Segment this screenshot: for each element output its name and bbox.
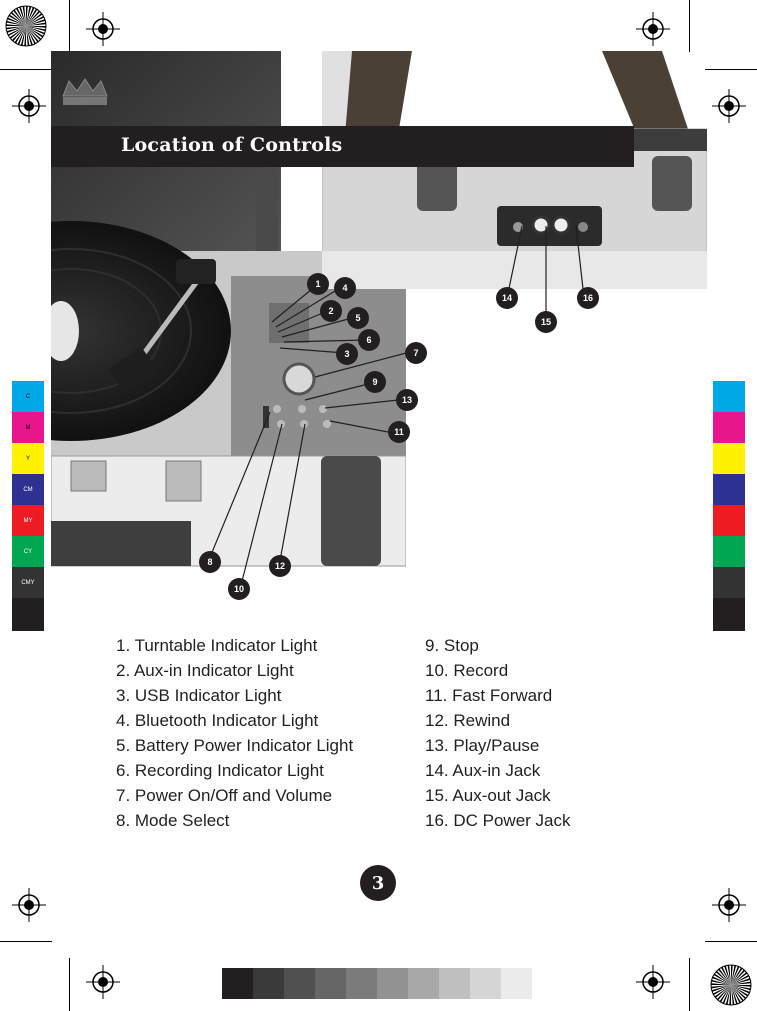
crop-mark: [689, 0, 690, 52]
color-swatch: [713, 505, 745, 536]
legend-item: 9. Stop: [425, 636, 479, 655]
legend-column-left: 1. Turntable Indicator Light 2. Aux-in I…: [116, 633, 353, 833]
legend-item: 13. Play/Pause: [425, 736, 540, 755]
gray-step: [315, 968, 346, 999]
legend-item: 8. Mode Select: [116, 811, 230, 830]
callout-4: 4: [334, 277, 356, 299]
legend-item: 4. Bluetooth Indicator Light: [116, 711, 319, 730]
legend-item: 2. Aux-in Indicator Light: [116, 661, 294, 680]
registration-mark-icon: [12, 89, 46, 123]
gray-step: [284, 968, 315, 999]
legend-item: 16. DC Power Jack: [425, 811, 571, 830]
crop-mark: [705, 941, 757, 942]
color-swatch: [713, 536, 745, 567]
color-swatch: C: [12, 381, 44, 412]
callout-13: 13: [396, 389, 418, 411]
callout-9: 9: [364, 371, 386, 393]
gray-step: [408, 968, 439, 999]
callout-3: 3: [336, 343, 358, 365]
gray-step: [346, 968, 377, 999]
callout-12: 12: [269, 555, 291, 577]
color-bar-right: [713, 381, 745, 631]
color-swatch: CMY: [12, 567, 44, 598]
gray-step: [470, 968, 501, 999]
color-swatch: [713, 412, 745, 443]
registration-mark-icon: [86, 12, 120, 46]
legend-item: 15. Aux-out Jack: [425, 786, 551, 805]
starburst-target-icon: [710, 964, 752, 1006]
gray-step: [253, 968, 284, 999]
crop-mark: [69, 958, 70, 1011]
page-number: 3: [360, 865, 396, 901]
starburst-target-icon: [5, 5, 47, 47]
legend-item: 6. Recording Indicator Light: [116, 761, 324, 780]
color-swatch: [713, 567, 745, 598]
callout-10: 10: [228, 578, 250, 600]
gray-step: [501, 968, 532, 999]
registration-mark-icon: [712, 888, 746, 922]
callout-16: 16: [577, 287, 599, 309]
callout-14: 14: [496, 287, 518, 309]
crop-mark: [689, 958, 690, 1011]
legend-item: 7. Power On/Off and Volume: [116, 786, 333, 805]
legend-item: 1. Turntable Indicator Light: [116, 636, 318, 655]
color-swatch: M: [12, 412, 44, 443]
registration-mark-icon: [636, 12, 670, 46]
gray-step: [377, 968, 408, 999]
section-title-bar: Location of Controls: [51, 126, 634, 167]
color-swatch: [713, 598, 745, 631]
turntable-illustration: [51, 51, 406, 567]
gray-step: [439, 968, 470, 999]
callout-5: 5: [347, 307, 369, 329]
color-swatch: CM: [12, 474, 44, 505]
crop-mark: [0, 941, 52, 942]
color-swatch: [12, 598, 44, 631]
legend-item: 10. Record: [425, 661, 509, 680]
color-bar-left: C M Y CM MY CY CMY: [12, 381, 44, 631]
color-swatch: MY: [12, 505, 44, 536]
crown-logo-icon: [62, 78, 108, 97]
color-swatch: [713, 381, 745, 412]
crop-mark: [69, 0, 70, 52]
callout-11: 11: [388, 421, 410, 443]
color-swatch: [713, 474, 745, 505]
legend-item: 3. USB Indicator Light: [116, 686, 282, 705]
color-swatch: Y: [12, 443, 44, 474]
registration-mark-icon: [12, 888, 46, 922]
color-swatch: [713, 443, 745, 474]
callout-2: 2: [320, 300, 342, 322]
registration-mark-icon: [712, 89, 746, 123]
legend-column-right: 9. Stop 10. Record 11. Fast Forward 12. …: [425, 633, 571, 833]
case-back-illustration: [322, 51, 707, 289]
callout-6: 6: [358, 329, 380, 351]
section-title: Location of Controls: [121, 134, 343, 156]
gray-step: [222, 968, 253, 999]
legend-item: 12. Rewind: [425, 711, 511, 730]
legend-item: 5. Battery Power Indicator Light: [116, 736, 354, 755]
legend-item: 14. Aux-in Jack: [425, 761, 541, 780]
crop-mark: [0, 69, 52, 70]
callout-7: 7: [405, 342, 427, 364]
callout-15: 15: [535, 311, 557, 333]
callout-8: 8: [199, 551, 221, 573]
crop-mark: [705, 69, 757, 70]
callout-1: 1: [307, 273, 329, 295]
registration-mark-icon: [86, 965, 120, 999]
color-swatch: CY: [12, 536, 44, 567]
registration-mark-icon: [636, 965, 670, 999]
legend-item: 11. Fast Forward: [425, 686, 553, 705]
